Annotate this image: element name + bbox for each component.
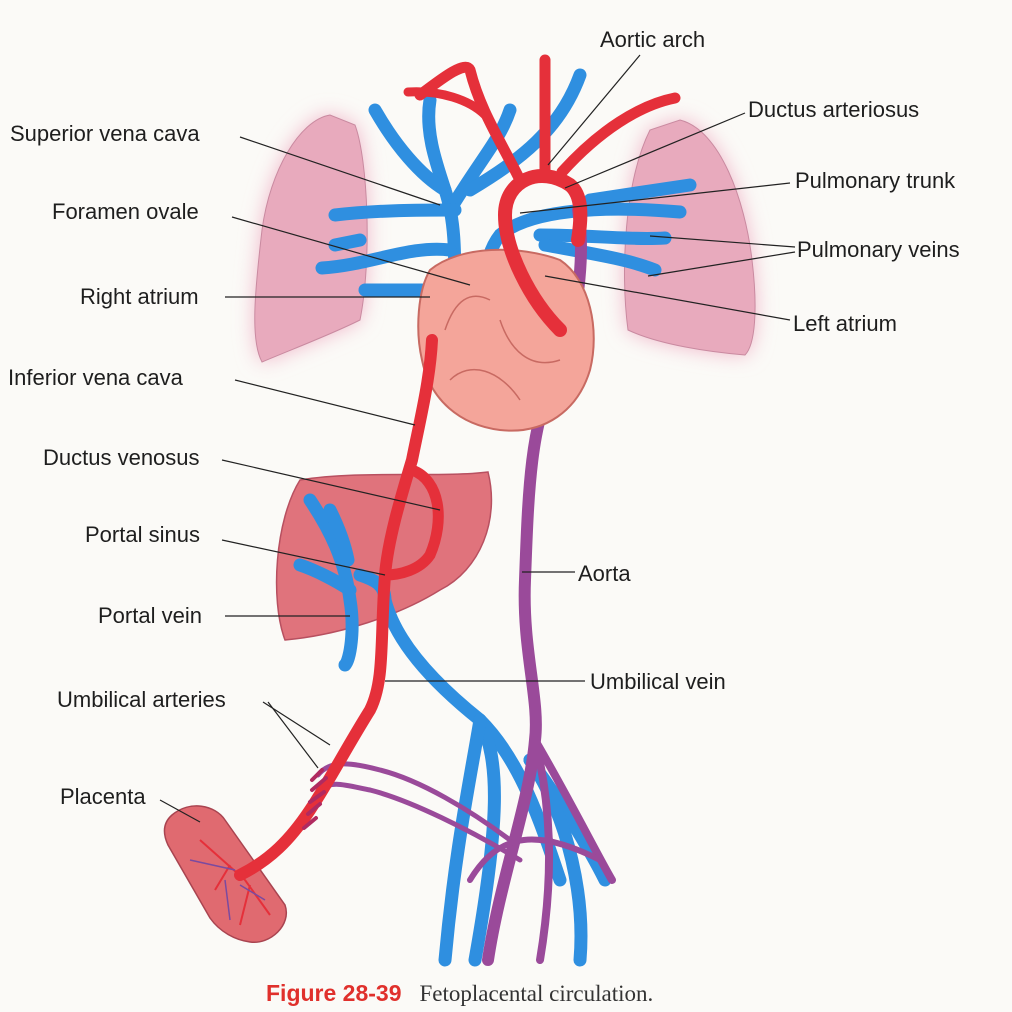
- right-lung: [254, 114, 368, 363]
- label-placenta: Placenta: [60, 784, 146, 809]
- label-inferior-vena-cava: Inferior vena cava: [8, 365, 183, 390]
- label-portal-sinus: Portal sinus: [85, 522, 200, 547]
- placenta: [163, 805, 288, 943]
- figure-number: Figure 28-39: [266, 980, 402, 1006]
- label-ductus-venosus: Ductus venosus: [43, 445, 200, 470]
- caption-text: Fetoplacental circulation.: [419, 981, 654, 1006]
- heart: [417, 248, 595, 432]
- label-umbilical-arteries: Umbilical arteries: [57, 687, 226, 712]
- arteries-and-umbilical-vein: [234, 54, 681, 881]
- label-superior-vena-cava: Superior vena cava: [10, 121, 200, 146]
- leader-lines: [159, 54, 796, 823]
- label-portal-vein: Portal vein: [98, 603, 202, 628]
- figure-caption: Figure 28-39 Fetoplacental circulation.: [266, 980, 653, 1007]
- label-right-atrium: Right atrium: [80, 284, 199, 309]
- label-aortic-arch: Aortic arch: [600, 27, 706, 52]
- label-pulmonary-veins: Pulmonary veins: [797, 237, 960, 262]
- label-aorta: Aorta: [578, 561, 631, 586]
- label-foramen-ovale: Foramen ovale: [52, 199, 199, 224]
- label-ductus-arteriosus: Ductus arteriosus: [748, 97, 920, 122]
- label-pulmonary-trunk: Pulmonary trunk: [795, 168, 956, 193]
- label-left-atrium: Left atrium: [793, 311, 897, 336]
- label-umbilical-vein: Umbilical vein: [590, 669, 726, 694]
